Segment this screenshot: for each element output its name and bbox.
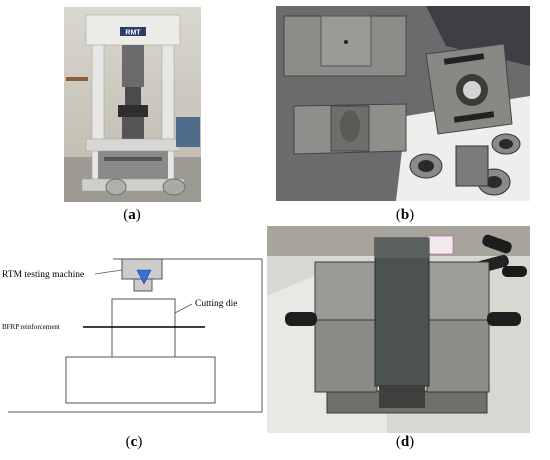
- caption-a: (a): [123, 207, 141, 223]
- caption-c: (c): [125, 434, 143, 450]
- photo-assembled-die: [267, 226, 530, 433]
- caption-d: (d): [395, 434, 415, 450]
- caption-b: (b): [395, 207, 415, 223]
- photo-testing-machine: RMT: [64, 7, 201, 202]
- label-bfrp: BFRP reinforcement: [2, 323, 60, 331]
- machine-brand-label: RMT: [125, 30, 141, 37]
- schematic-diagram: RTM testing machine Cutting die BFRP rei…: [0, 240, 270, 420]
- label-cutting-die: Cutting die: [195, 299, 238, 309]
- base-block: [65, 356, 216, 404]
- photo-cutting-die-parts: [276, 6, 530, 201]
- label-testing-machine: RTM testing machine: [2, 270, 84, 280]
- cutting-die-box: [111, 298, 176, 358]
- load-arrow-icon: [136, 269, 152, 285]
